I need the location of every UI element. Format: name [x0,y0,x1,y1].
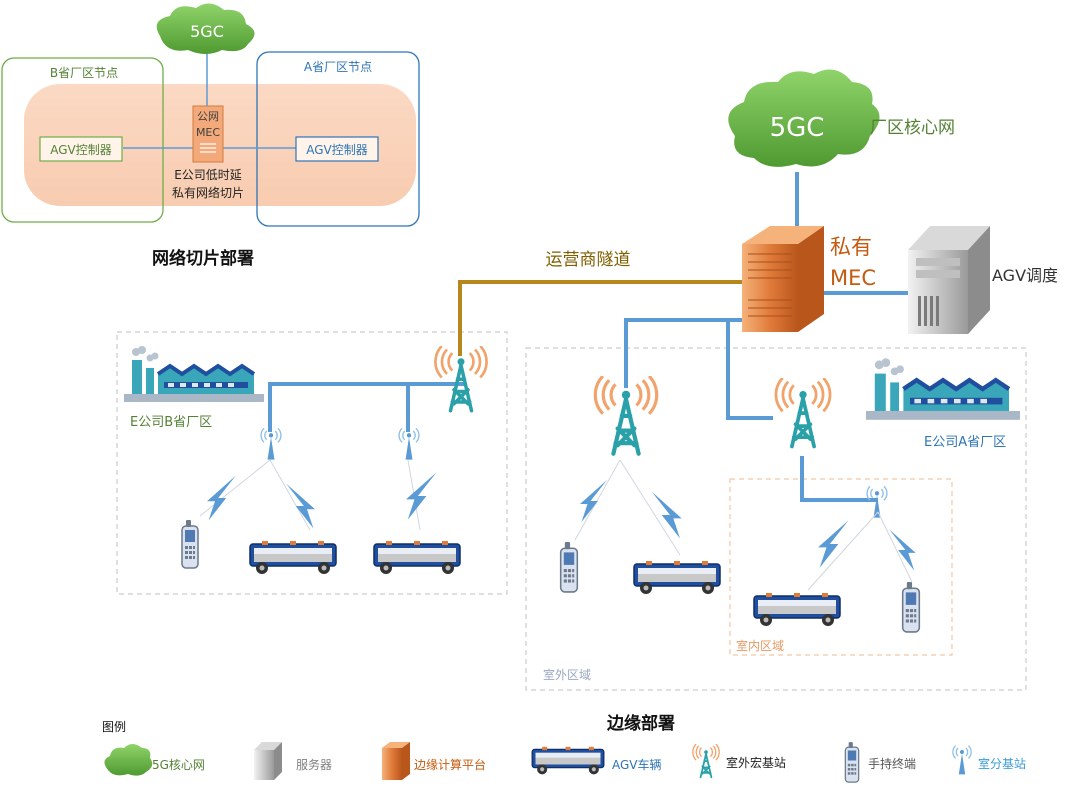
slice-5gc-cloud: 5GC [156,3,255,55]
indoor-area [729,478,953,656]
public-mec-line2: MEC [196,126,220,139]
legend-title: 图例 [102,720,126,734]
b-node-box [1,57,164,223]
indoor-area-label: 室内区域 [736,638,784,653]
core-network-label: 厂区核心网 [870,118,955,138]
legend-label-edge: 边缘计算平台 [414,757,486,772]
a-factory-icon [866,358,1020,420]
private-mec-line2: MEC [830,266,876,290]
a-factory-label: E公司A省厂区 [924,435,1006,450]
agv-b2 [373,540,461,575]
legend: 图例 5G核心网 服务器 边缘计算平台 AGV车辆 [102,720,1026,783]
legend-item-agv: AGV车辆 [531,746,662,775]
core-5gc-label: 5GC [770,113,825,143]
agv-dispatch-label: AGV调度 [992,266,1058,285]
agv-outdoor [633,560,721,595]
a-node-box [256,51,420,227]
legend-label-macro: 室外宏基站 [726,755,786,770]
edge-platform-icon [382,742,410,780]
agv-dispatch-server [908,226,990,334]
indoor-station-b2 [398,427,420,461]
slice-label-line2: 私有网络切片 [172,185,244,200]
b-factory-area [116,331,508,595]
legend-item-indoor: 室分基站 [952,744,1026,776]
outdoor-area [525,347,1027,691]
a-agv-controller: AGV控制器 [295,136,379,162]
operator-tunnel-label: 运营商隧道 [546,250,631,270]
handheld-indoor [901,582,921,633]
server-icon [254,742,282,780]
b-agv-controller-label: AGV控制器 [50,143,112,157]
legend-item-core: 5G核心网 [104,744,205,776]
slice-caption: 网络切片部署 [152,248,254,269]
b-agv-controller: AGV控制器 [39,136,123,162]
public-mec-line1: 公网 [197,110,219,123]
network-slice-section: B省厂区节点 A省厂区节点 5GC 公网 MEC AGV控制器 AGV控制器 E… [1,3,420,269]
slice-label-line1: E公司低时延 [174,168,242,182]
legend-item-edge: 边缘计算平台 [382,742,486,780]
edge-caption: 边缘部署 [606,713,675,734]
b-factory-label: E公司B省厂区 [130,415,212,430]
handheld-b [181,520,199,569]
edge-section: 运营商隧道 5GC 厂区核心网 私有 MEC [116,69,1058,734]
slice-5gc-label: 5GC [190,22,224,41]
a-node-title: A省厂区节点 [304,60,372,74]
private-mec-line1: 私有 [830,235,872,259]
outdoor-area-label: 室外区域 [543,667,591,682]
agv-indoor [753,592,841,627]
legend-item-macro: 室外宏基站 [691,744,786,779]
indoor-station-b1 [260,427,282,461]
indoor-station-icon [952,744,972,776]
legend-label-agv: AGV车辆 [612,757,662,772]
cloud-icon [104,744,153,776]
macro-tower-outdoor-2 [774,378,832,449]
legend-label-indoor: 室分基站 [978,756,1026,771]
legend-item-handheld: 手持终端 [844,742,916,783]
core-5gc-cloud: 5GC [728,69,880,167]
agv-vehicle-icon [531,746,605,775]
handheld-outdoor [559,542,579,593]
macro-tower-icon [691,744,721,779]
legend-item-server: 服务器 [254,742,332,780]
network-links [268,172,912,502]
private-mec [742,226,824,332]
legend-label-core: 5G核心网 [152,758,205,772]
agv-b1 [249,540,337,575]
public-mec: 公网 MEC [192,105,224,163]
legend-label-handheld: 手持终端 [868,756,916,771]
wireless-links [199,459,916,591]
a-agv-controller-label: AGV控制器 [306,143,368,157]
b-factory-icon [124,344,264,404]
operator-tunnel-link [458,280,780,356]
b-node-title: B省厂区节点 [50,66,118,80]
legend-label-server: 服务器 [296,757,332,772]
handheld-terminal-icon [844,742,860,783]
